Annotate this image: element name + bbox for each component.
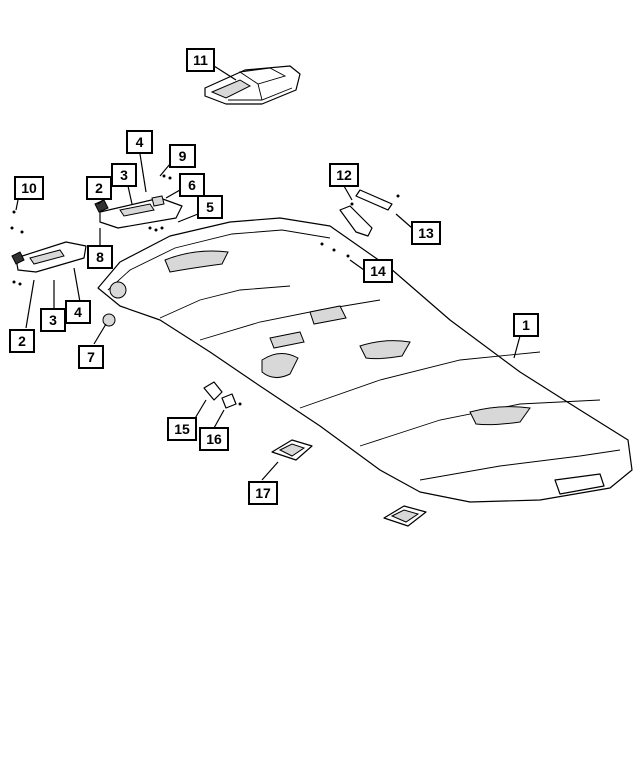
callout-3-lower: 3 (40, 308, 66, 332)
sun-visor-left-part (11, 241, 87, 273)
visor-clip-part (151, 195, 165, 207)
grab-handle-part (339, 189, 393, 237)
svg-text:9: 9 (179, 148, 187, 164)
svg-text:1: 1 (522, 317, 530, 333)
callout-1: 1 (513, 313, 539, 337)
reading-lamp-part (203, 381, 237, 409)
callout-13: 13 (411, 221, 441, 245)
svg-text:2: 2 (95, 180, 103, 196)
svg-text:4: 4 (74, 304, 82, 320)
svg-text:15: 15 (174, 421, 190, 437)
svg-text:13: 13 (418, 225, 434, 241)
dome-lamp-part (271, 439, 427, 527)
svg-text:14: 14 (370, 263, 386, 279)
callout-12: 12 (329, 163, 359, 187)
callout-15: 15 (167, 417, 197, 441)
callout-6: 6 (179, 173, 205, 197)
svg-text:10: 10 (21, 180, 37, 196)
callout-16: 16 (199, 427, 229, 451)
callout-9: 9 (169, 144, 196, 168)
callout-2-lower: 2 (9, 329, 35, 353)
sun-visor-right-part (94, 197, 183, 229)
callout-11: 11 (186, 48, 215, 72)
svg-text:3: 3 (120, 167, 128, 183)
svg-text:12: 12 (336, 167, 352, 183)
callout-4-upper: 4 (126, 130, 153, 154)
grommet-part (102, 313, 116, 327)
svg-text:8: 8 (96, 249, 104, 265)
callout-17: 17 (248, 481, 278, 505)
svg-text:11: 11 (193, 52, 208, 68)
svg-text:3: 3 (49, 312, 57, 328)
fastener-parts (10, 174, 400, 406)
headliner-panel-part (97, 217, 633, 503)
callout-5: 5 (197, 195, 223, 219)
callout-14: 14 (363, 259, 393, 283)
svg-text:17: 17 (255, 485, 271, 501)
callout-4-lower: 4 (65, 300, 91, 324)
callout-7: 7 (78, 345, 104, 369)
svg-text:6: 6 (188, 177, 196, 193)
callout-10: 10 (14, 176, 44, 200)
svg-text:16: 16 (206, 431, 222, 447)
callout-8: 8 (87, 245, 113, 269)
overhead-console-part (204, 65, 301, 105)
callout-3-upper: 3 (111, 163, 137, 187)
svg-text:4: 4 (136, 134, 144, 150)
svg-text:5: 5 (206, 199, 214, 215)
callout-2-upper: 2 (86, 176, 112, 200)
svg-text:2: 2 (18, 333, 26, 349)
svg-text:7: 7 (87, 349, 95, 365)
leader-lines (15, 65, 521, 481)
